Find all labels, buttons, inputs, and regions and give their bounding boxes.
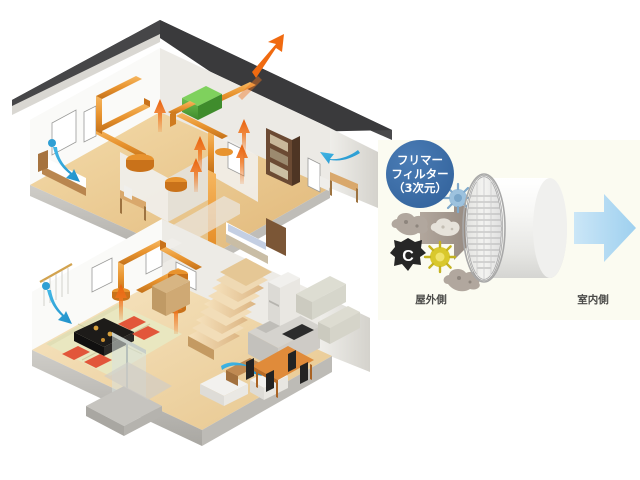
cylindrical-filter — [462, 173, 567, 283]
clean-air-arrow — [574, 194, 636, 262]
air-register — [215, 148, 233, 156]
air-register — [126, 154, 154, 172]
intake-arrow-upper-left — [48, 139, 80, 182]
dust-cloud-lower — [443, 269, 480, 292]
desk-upper-left — [120, 185, 146, 221]
dust-speck — [430, 218, 460, 236]
entrance-tile-floor — [104, 362, 172, 400]
under-stair-cabinet — [152, 274, 190, 316]
bookshelf — [266, 128, 300, 186]
dust-cloud-upper — [391, 213, 428, 236]
intake-arrow-lower-left — [42, 282, 72, 324]
kitchen — [248, 272, 360, 370]
air-register — [165, 177, 187, 192]
badge-line-3: （3次元） — [393, 181, 447, 195]
upper-floor-group — [12, 20, 392, 304]
badge-line-1: フリマー — [397, 153, 443, 167]
primer-filter-panel: C — [378, 140, 640, 320]
intake-arrow-upper-right — [320, 150, 360, 164]
pollen-particle — [423, 240, 457, 274]
outdoor-side-label: 屋外側 — [415, 293, 447, 306]
roof — [12, 20, 392, 140]
carbon-particle: C — [390, 238, 426, 271]
futon-upper — [226, 218, 286, 264]
lower-floor-group — [32, 196, 370, 446]
floor-cushions — [62, 316, 160, 368]
dining-table — [246, 346, 314, 398]
indoor-side-label: 室内側 — [577, 293, 609, 306]
house-cutaway-illustration — [12, 20, 392, 446]
svg-text:C: C — [402, 248, 414, 265]
badge-line-2: フィルター — [391, 167, 448, 181]
desk-upper-right — [320, 172, 358, 203]
roof-exhaust-arrow — [238, 34, 284, 100]
exhaust-arrows-upper — [154, 99, 250, 192]
primer-filter-badge: フリマー フィルター （3次元） — [386, 140, 454, 208]
staircase — [188, 258, 272, 360]
